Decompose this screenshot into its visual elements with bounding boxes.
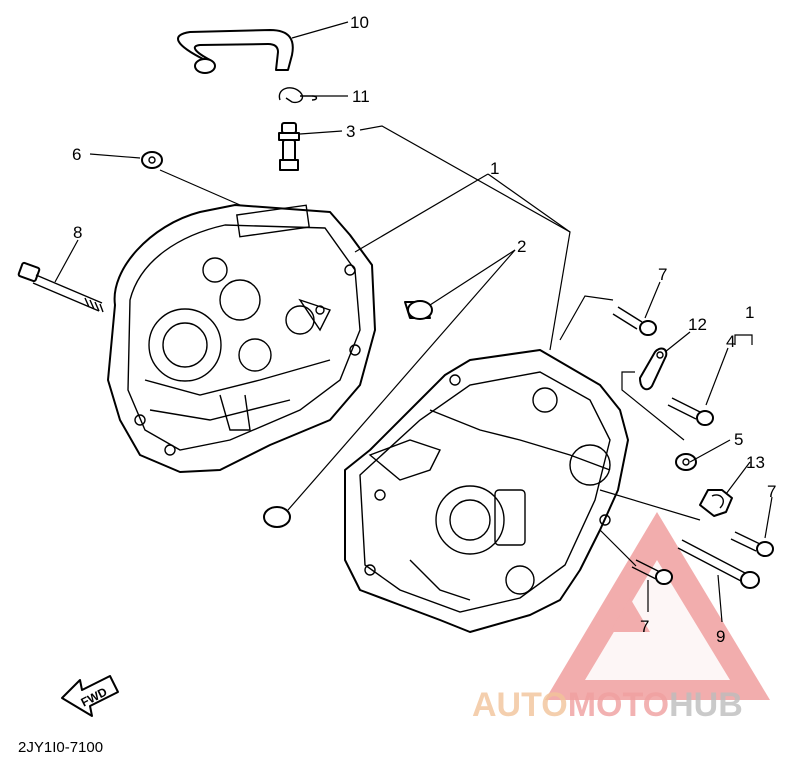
label-13: 13 xyxy=(746,453,765,472)
hose-clip xyxy=(278,87,318,104)
watermark-auto: AUTO xyxy=(472,686,568,724)
bolt-8 xyxy=(17,261,104,313)
bracket-12 xyxy=(639,347,668,391)
bolt-7-right xyxy=(730,531,774,557)
label-10: 10 xyxy=(350,13,369,32)
part-labels: 10 11 3 1 6 8 2 7 12 1 4 5 13 7 7 9 xyxy=(72,13,776,646)
label-11: 11 xyxy=(352,87,370,106)
bolt-7-top xyxy=(612,306,657,336)
label-8: 8 xyxy=(73,223,82,242)
bolt-4 xyxy=(667,397,714,426)
dowel-pin-lower xyxy=(263,506,291,528)
label-1: 1 xyxy=(490,159,499,178)
left-crankcase-half xyxy=(107,204,376,473)
label-6: 6 xyxy=(72,145,81,164)
label-7: 7 xyxy=(658,265,667,284)
label-7: 7 xyxy=(640,617,649,636)
leader-lines xyxy=(54,21,773,623)
label-3: 3 xyxy=(346,122,355,141)
bolt-9 xyxy=(677,539,760,589)
watermark-logo xyxy=(545,512,770,700)
watermark-text: AUTOMOTOHUB xyxy=(472,686,743,724)
diagram-code: 2JY1I0-7100 xyxy=(18,739,103,756)
svg-text:AUTOMOTOHUB: AUTOMOTOHUB xyxy=(472,686,743,724)
breather-hose xyxy=(177,29,294,74)
label-7: 7 xyxy=(767,482,776,501)
dowel-pin-upper xyxy=(404,300,433,320)
label-4: 4 xyxy=(726,332,735,351)
bolt-7-lower xyxy=(631,559,673,585)
breather-pipe xyxy=(278,122,300,171)
label-9: 9 xyxy=(716,627,725,646)
forward-arrow-icon: FWD xyxy=(61,675,119,717)
label-12: 12 xyxy=(688,315,707,334)
clamp-13 xyxy=(699,489,733,517)
watermark-moto: MOTO xyxy=(568,686,669,724)
label-5: 5 xyxy=(734,430,743,449)
watermark-hub: HUB xyxy=(669,686,743,724)
washer-6 xyxy=(141,151,163,169)
washer-5 xyxy=(675,453,697,471)
right-crankcase-half xyxy=(344,349,629,633)
label-1: 1 xyxy=(745,303,754,322)
label-2: 2 xyxy=(517,237,526,256)
